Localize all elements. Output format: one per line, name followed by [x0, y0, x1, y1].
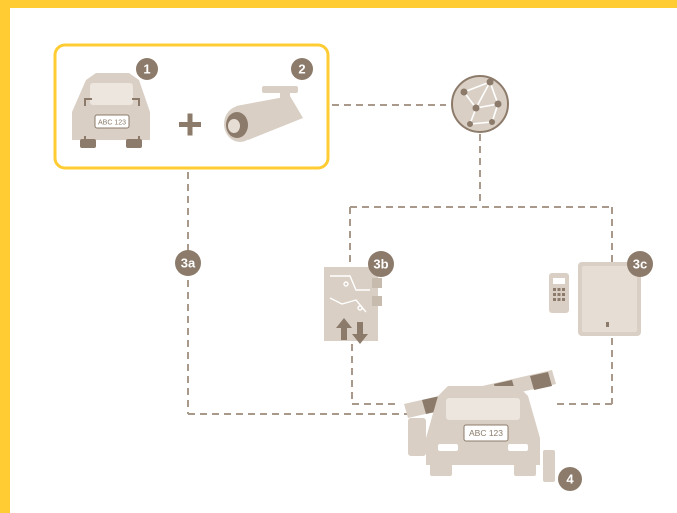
badge-4: 4	[558, 467, 582, 491]
svg-text:3b: 3b	[373, 257, 388, 272]
plate-text-top: ABC 123	[98, 120, 126, 127]
svg-text:4: 4	[566, 472, 574, 487]
io-relay-module-icon	[324, 267, 382, 344]
network-globe-icon	[452, 76, 508, 132]
svg-text:3c: 3c	[633, 257, 647, 272]
badge-3c: 3c	[627, 251, 653, 277]
keypad-reader-icon	[549, 273, 569, 313]
svg-text:1: 1	[143, 62, 150, 77]
badge-1: 1	[136, 58, 158, 80]
badge-3a: 3a	[175, 250, 201, 276]
plate-text-bottom: ABC 123	[469, 428, 503, 438]
badge-3b: 3b	[368, 251, 394, 277]
svg-text:3a: 3a	[181, 256, 196, 271]
badge-2: 2	[291, 58, 313, 80]
svg-text:2: 2	[298, 62, 305, 77]
